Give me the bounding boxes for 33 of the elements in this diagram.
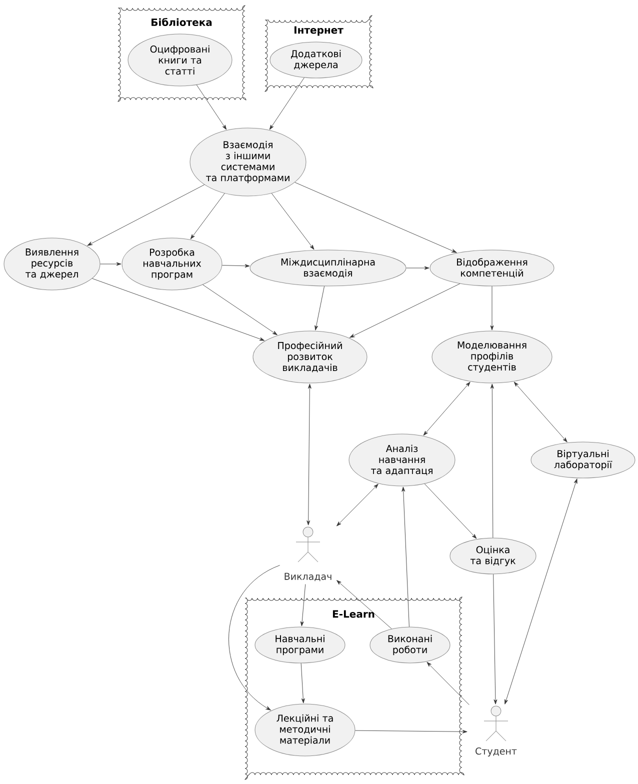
arrow [355, 730, 468, 734]
actor-figure: Викладач [284, 526, 332, 582]
arrow [514, 382, 568, 442]
arrow [350, 283, 460, 338]
arrow [406, 266, 430, 270]
arrow [190, 193, 225, 240]
arrow [202, 284, 278, 336]
arrow [196, 84, 227, 130]
node-label: Студент [476, 747, 517, 757]
arrow [269, 77, 304, 130]
arrow [300, 663, 305, 704]
actor-figure: Студент [476, 706, 517, 757]
arrow [336, 484, 378, 526]
arrow [87, 184, 205, 246]
arrow [92, 278, 265, 341]
arrow [228, 565, 280, 710]
arrow [100, 262, 122, 266]
arrow [504, 478, 578, 704]
arrow [336, 580, 392, 629]
arrow [424, 484, 477, 539]
arrow [423, 382, 470, 436]
arrow [222, 264, 250, 268]
arrow [426, 662, 470, 706]
arrow [490, 384, 494, 538]
arrow [490, 286, 494, 330]
arrow [300, 584, 306, 626]
arrow [271, 193, 314, 250]
arrow [306, 384, 312, 526]
arrow [493, 574, 498, 704]
arrow [402, 486, 410, 627]
node-label: Викладач [284, 572, 332, 582]
arrow [294, 182, 457, 253]
arrow [314, 286, 325, 330]
